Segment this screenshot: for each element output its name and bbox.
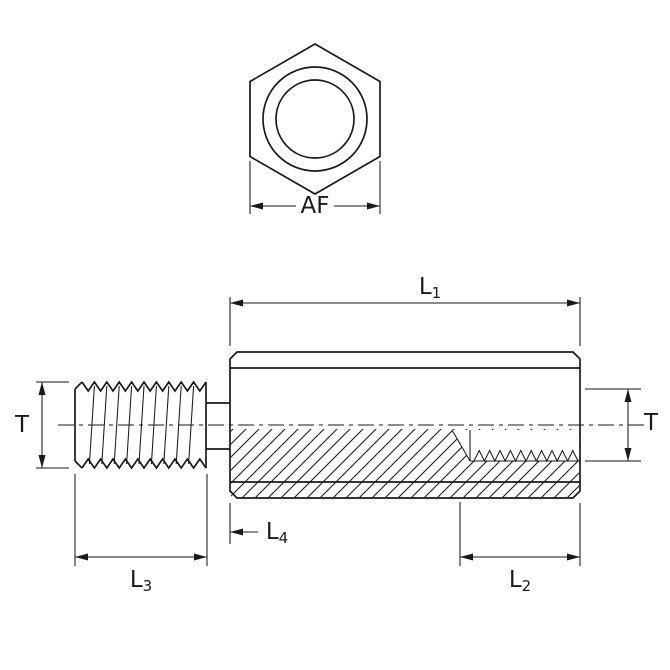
dim-l4: L4 [230, 503, 288, 547]
dim-l2: L2 [460, 502, 580, 595]
arrowhead [230, 300, 243, 307]
top-view [250, 44, 380, 194]
label-af: AF [301, 193, 330, 219]
arrowhead [625, 389, 632, 402]
label-l1: L1 [419, 274, 441, 302]
dim-af: AF [250, 161, 380, 219]
label-l3: L3 [130, 567, 152, 595]
arrowhead [567, 554, 580, 561]
arrowhead [75, 554, 88, 561]
label-t-left: T [14, 412, 30, 438]
label-t-right: T [643, 410, 659, 436]
dim-l1: L1 [230, 274, 580, 346]
label-l2: L2 [509, 567, 531, 595]
dim-l3: L3 [75, 474, 207, 595]
arrowhead [460, 554, 473, 561]
arrowhead [567, 300, 580, 307]
outer-circle [263, 67, 367, 171]
bore-circle [276, 80, 354, 158]
arrowhead [625, 448, 632, 461]
label-l4: L4 [266, 519, 288, 547]
arrowhead [39, 455, 46, 468]
arrowhead [39, 382, 46, 395]
arrowhead [194, 554, 207, 561]
arrowhead [250, 203, 263, 210]
arrowhead [367, 203, 380, 210]
arrowhead [230, 529, 243, 536]
internal-thread [452, 430, 580, 461]
